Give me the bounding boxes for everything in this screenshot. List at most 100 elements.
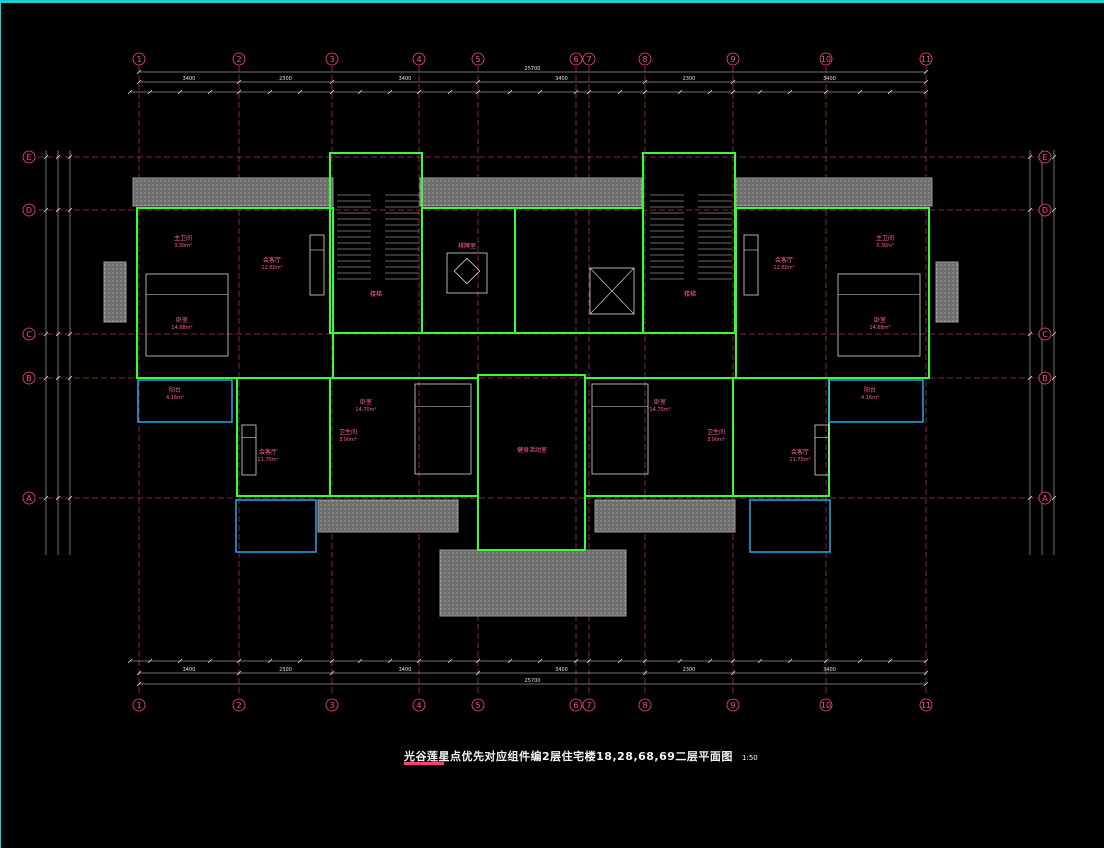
dim-left-1-tick-1 — [55, 207, 61, 213]
label-stair_right: 楼梯 — [684, 290, 696, 298]
dim-bottom-detail-tick-27 — [923, 658, 929, 664]
dim-bottom-sub-tick-6 — [923, 670, 929, 676]
dim-top-detail-tick-5 — [267, 89, 273, 95]
dim-bottom-detail-tick-10 — [416, 658, 422, 664]
axis-right-C-label: C — [1042, 330, 1048, 339]
dim-top-total-text-0: 25700 — [525, 66, 541, 72]
sofa-right-upper — [743, 234, 759, 296]
dim-bottom-sub-tick-1 — [236, 670, 242, 676]
dim-bottom-detail-tick-16 — [586, 658, 592, 664]
axis-right-D-circle — [1038, 203, 1052, 217]
axis-top-1-circle — [132, 52, 146, 66]
axis-top-11-label: 11 — [921, 55, 931, 64]
room-name-10: 阳台 — [864, 386, 876, 394]
axis-top-7-label: 7 — [586, 55, 591, 64]
dim-left-0-tick-4 — [43, 495, 49, 501]
axis-left-A-label: A — [26, 494, 32, 503]
drawing-title-block: 光谷莲星点优先对应组件编2层住宅楼18,28,68,69二层平面图 1:50 — [404, 745, 758, 765]
axis-bottom-4-circle — [412, 698, 426, 712]
dim-bottom-detail-tick-0 — [127, 658, 133, 664]
corridor-bottom-left — [317, 499, 459, 533]
dim-bottom-detail-tick-3 — [207, 658, 213, 664]
unit-left-upper — [136, 207, 334, 379]
room-name-3: 阳台 — [169, 386, 181, 394]
drawing-scale: 1:50 — [742, 754, 758, 762]
axis-top-1-label: 1 — [136, 55, 141, 64]
axis-top-5-label: 5 — [475, 55, 480, 64]
dim-top-detail-tick-23 — [787, 89, 793, 95]
axis-top-6-circle — [569, 52, 583, 66]
axis-bottom-3-circle — [325, 698, 339, 712]
axis-top-3-circle — [325, 52, 339, 66]
room-name-4: 会客厅 — [259, 448, 277, 456]
axis-top-7-circle — [582, 52, 596, 66]
room-name-8: 卫生间 — [707, 428, 725, 436]
axis-left-D-circle — [22, 203, 36, 217]
room-area-0: 3.30m² — [174, 243, 192, 249]
dim-left-2-tick-1 — [67, 207, 73, 213]
bed-right-lower — [591, 383, 649, 475]
dim-bottom-sub-text-4: 2300 — [683, 667, 696, 673]
dim-top-sub-text-0: 3400 — [183, 76, 196, 82]
title-underline — [404, 762, 444, 765]
dim-left-0-tick-2 — [43, 331, 49, 337]
dim-bottom-detail-tick-25 — [857, 658, 863, 664]
dim-bottom-sub-text-5: 3400 — [823, 667, 836, 673]
label-stair_left: 楼梯 — [370, 290, 382, 298]
axis-bottom-2-circle — [232, 698, 246, 712]
dim-left-2-tick-0 — [67, 154, 73, 160]
axis-left-C-label: C — [26, 330, 32, 339]
dim-right-0-tick-0 — [1051, 154, 1057, 160]
dim-top-sub-text-1: 2300 — [279, 76, 292, 82]
dim-bottom-sub-text-0: 3400 — [183, 667, 196, 673]
dim-top-detail-tick-24 — [823, 89, 829, 95]
axis-bottom-3-label: 3 — [329, 701, 334, 710]
dim-right-2-tick-0 — [1027, 154, 1033, 160]
dim-bottom-sub-text-3: 3400 — [555, 667, 568, 673]
dim-bottom-detail-tick-5 — [267, 658, 273, 664]
axis-left-E-label: E — [26, 153, 31, 162]
dim-top-detail-tick-19 — [677, 89, 683, 95]
axis-bottom-11-circle — [919, 698, 933, 712]
dim-top-detail-tick-16 — [586, 89, 592, 95]
dim-bottom-detail-tick-9 — [387, 658, 393, 664]
axis-top-8-label: 8 — [642, 55, 647, 64]
axis-right-A-label: A — [1042, 494, 1048, 503]
balcony-lower-left — [137, 379, 233, 423]
axis-bottom-1-label: 1 — [136, 701, 141, 710]
axis-top-5-circle — [471, 52, 485, 66]
dim-right-2-tick-4 — [1027, 495, 1033, 501]
dim-bottom-detail-tick-1 — [147, 658, 153, 664]
room-name-13: 主卫间 — [876, 234, 894, 242]
room-name-6: 卧室 — [360, 398, 372, 406]
axis-bottom-6-circle — [569, 698, 583, 712]
axis-bottom-9-label: 9 — [730, 701, 735, 710]
dim-bottom-sub-text-2: 3400 — [399, 667, 412, 673]
label-gym: 健身活动室 — [517, 446, 547, 454]
dim-bottom-sub-tick-2 — [329, 670, 335, 676]
balcony-top-left — [132, 177, 334, 207]
axis-top-6-label: 6 — [573, 55, 578, 64]
axis-bottom-10-circle — [819, 698, 833, 712]
room-labels: 主卫间3.30m²会客厅12.60m²卧室14.68m²阳台4.16m²会客厅1… — [166, 234, 894, 463]
sofa-right-lower — [814, 424, 830, 476]
dim-bottom-total-text-0: 25700 — [525, 678, 541, 684]
dim-top-detail-tick-11 — [447, 89, 453, 95]
axis-right-B-label: B — [1042, 374, 1048, 383]
bed-right-upper — [837, 273, 921, 357]
dim-top-detail-tick-10 — [416, 89, 422, 95]
dim-bottom-detail-tick-2 — [177, 658, 183, 664]
center-lobby — [514, 207, 644, 334]
corridor-top — [419, 177, 643, 207]
dim-top-detail-tick-15 — [573, 89, 579, 95]
dim-top-detail-tick-2 — [177, 89, 183, 95]
elevator-shaft — [589, 267, 635, 315]
axis-left-C-circle — [22, 327, 36, 341]
dim-top-detail-tick-14 — [537, 89, 543, 95]
dim-top-sub-text-4: 2300 — [683, 76, 696, 82]
dim-top-detail-tick-26 — [887, 89, 893, 95]
axis-bottom-6-label: 6 — [573, 701, 578, 710]
dim-top-detail-tick-12 — [475, 89, 481, 95]
dim-top-detail-tick-9 — [387, 89, 393, 95]
